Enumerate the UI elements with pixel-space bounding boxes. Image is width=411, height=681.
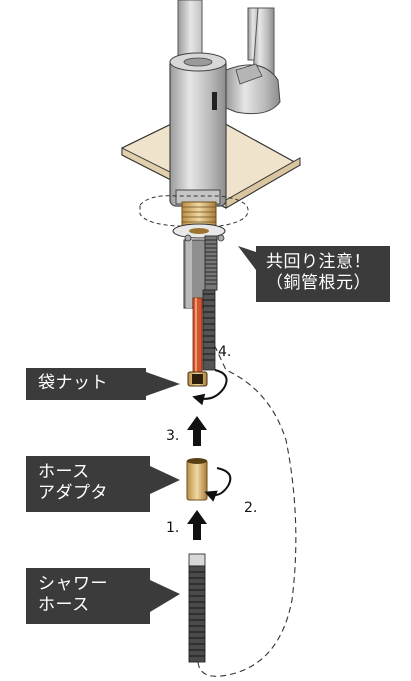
shower-hose-pointer	[150, 580, 180, 612]
faucet-body	[169, 52, 281, 207]
shower-hose-line2: ホース	[38, 595, 90, 615]
up-arrow-3	[187, 416, 207, 446]
caution-line1: 共回り注意！	[266, 252, 371, 272]
caution-callout: 共回り注意！ （銅管根元）	[256, 246, 390, 302]
bag-nut-callout: 袋ナット	[26, 368, 146, 400]
hose-adapter-part	[186, 458, 208, 501]
caution-line2: （銅管根元）	[266, 273, 371, 293]
hose-adapter-line1: ホース	[38, 462, 90, 482]
step-2-label: 2.	[244, 500, 258, 516]
hose-adapter-pointer	[150, 466, 180, 494]
brass-mount-thread	[172, 201, 226, 239]
hose-adapter-callout: ホース アダプタ	[26, 456, 150, 512]
rotation-arrow-2	[204, 467, 232, 502]
hose-path-dashed	[197, 339, 297, 677]
copper-pipe	[192, 297, 203, 379]
shower-hose-callout: シャワー ホース	[26, 568, 150, 624]
shower-hose-line1: シャワー	[38, 574, 108, 594]
bag-nut	[187, 371, 208, 387]
rotation-arrow-4	[192, 369, 228, 406]
caution-pointer	[238, 246, 256, 270]
bag-nut-pointer	[146, 372, 180, 396]
up-arrow-1	[187, 510, 207, 540]
step-3-label: 3.	[166, 428, 180, 444]
step-4-label: 4.	[218, 344, 232, 360]
bag-nut-label: 袋ナット	[38, 373, 108, 393]
gasket-outline	[139, 195, 249, 227]
shower-hose-part	[188, 553, 206, 663]
step-1-label: 1.	[166, 520, 180, 536]
hose-adapter-line2: アダプタ	[38, 483, 108, 503]
